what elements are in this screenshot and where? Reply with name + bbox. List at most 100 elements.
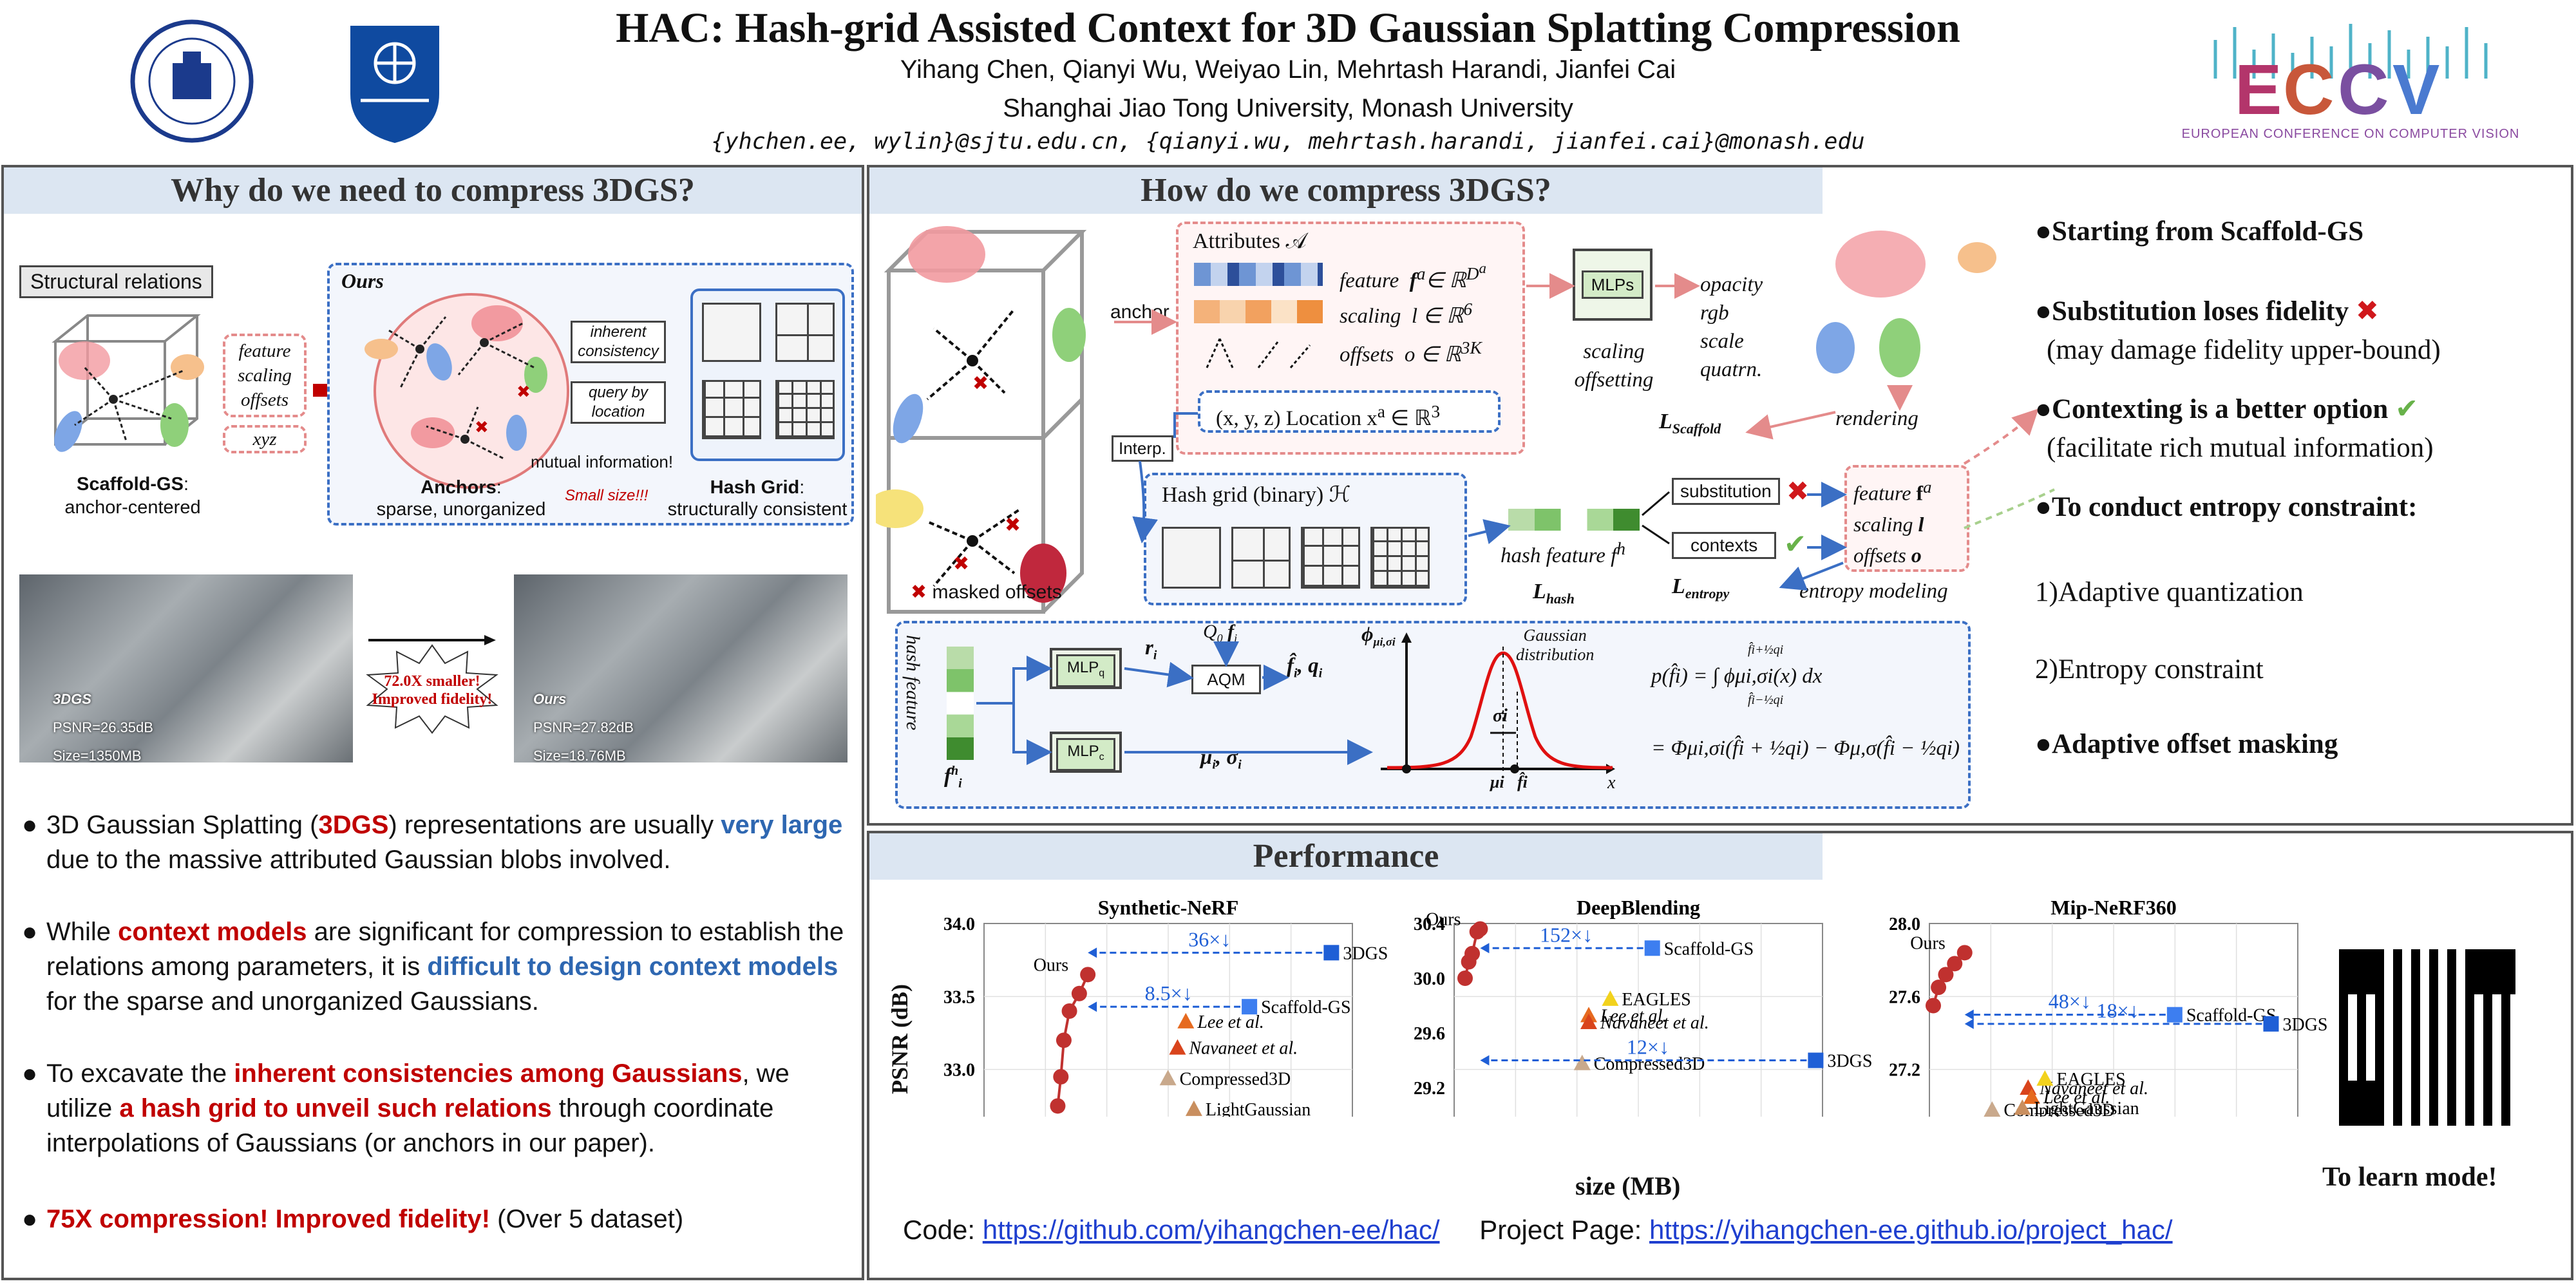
point-scaffold-gs	[1242, 999, 1258, 1015]
hash-feature-label: hash feature fh	[1501, 538, 1626, 567]
point-lee-et-al-	[2023, 1088, 2040, 1104]
img1-name: 3DGS	[53, 691, 91, 707]
series-label: Navaneet et al.	[2039, 1079, 2148, 1099]
hashgrid-caption: Hash Grid: structurally consistent	[667, 477, 848, 520]
inherent-1: inherent	[590, 323, 647, 341]
reduction-arrowhead	[1088, 947, 1097, 958]
reduction-label: 18×↓	[2097, 999, 2139, 1022]
authors: Yihang Chen, Qianyi Wu, Weiyao Lin, Mehr…	[900, 55, 1676, 84]
entropy-arrows	[976, 641, 1373, 765]
b-fhi: fhi	[944, 764, 962, 791]
point-3-sub: (facilitate rich mutual information)	[2047, 433, 2434, 463]
series-label: Ours	[1910, 933, 1945, 953]
point-3dgs	[2263, 1016, 2279, 1032]
svg-text:✖: ✖	[475, 418, 489, 437]
point-compressed3d	[1573, 1054, 1591, 1070]
l-scaffold: LScaffold	[1659, 410, 1721, 437]
rendering-label: rendering	[1835, 407, 1918, 430]
b-hash-feature-label: hash feature	[902, 635, 923, 731]
method-title: How do we compress 3DGS?	[869, 167, 1823, 214]
attr-offsets: offsets	[240, 390, 289, 410]
point-eagles	[2036, 1070, 2054, 1086]
code-link[interactable]: https://github.com/yihangchen-ee/hac/	[982, 1215, 1440, 1245]
img2-name: Ours	[533, 691, 567, 707]
ours-structure-box: Ours ✖✖ inherent consistency query by lo…	[327, 263, 854, 526]
target-attributes-box: feature fa scaling l offsets o	[1844, 465, 1969, 572]
svg-text:✖: ✖	[516, 383, 531, 401]
point-4-1: 1)Adaptive quantization	[2035, 577, 2304, 607]
fq: f̂i, qi	[1287, 654, 1323, 681]
point-scaffold-gs	[1644, 940, 1660, 956]
point-navaneet-et-al-	[1580, 1014, 1597, 1029]
series-label: Lee et al.	[2043, 1088, 2110, 1108]
project-link[interactable]: https://yihangchen-ee.github.io/project_…	[1649, 1215, 2173, 1245]
svg-text:V: V	[2392, 50, 2439, 117]
point-ours	[1956, 945, 1973, 961]
svg-text:C: C	[2338, 50, 2389, 117]
size-xlabel: size (MB)	[1575, 1171, 1681, 1200]
monash-logo	[348, 23, 442, 146]
svg-text:✖: ✖	[953, 553, 969, 574]
point-compressed3d	[1159, 1070, 1177, 1086]
bullet-4: ● 75X compression! Improved fidelity! (O…	[22, 1205, 684, 1233]
y-tick-label: 33.5	[943, 987, 975, 1007]
query-by-location: query by location	[571, 381, 666, 424]
point-lee-et-al-	[1177, 1012, 1195, 1028]
series-label: Ours	[1034, 955, 1068, 975]
qr-code[interactable]	[2339, 949, 2515, 1126]
point-1: ●Starting from Scaffold-GS	[2035, 216, 2364, 247]
series-label: Compressed3D	[1180, 1069, 1291, 1089]
y-tick-label: 27.6	[1889, 987, 1920, 1007]
reduction-arrowhead	[1964, 1018, 1974, 1029]
svg-text:✖: ✖	[1005, 515, 1021, 536]
reduction-arrowhead	[1480, 1055, 1490, 1066]
point-eagles	[1602, 990, 1619, 1006]
masked-offsets-legend: ✖ masked offsets	[911, 582, 1062, 603]
point-ours	[1457, 971, 1473, 986]
img2-size: Size=18.76MB	[533, 748, 626, 764]
mutual-information: mutual information!	[531, 452, 674, 471]
series-label: 3DGS	[1827, 1052, 1872, 1072]
point-4-2: 2)Entropy constraint	[2035, 654, 2264, 685]
point-ours	[1080, 967, 1096, 983]
point-ours	[1472, 921, 1488, 937]
point-5: ●Adaptive offset masking	[2035, 729, 2338, 759]
reduction-label: 152×↓	[1540, 923, 1593, 946]
feature-row: feature fa∈ ℝDa	[1340, 260, 1486, 293]
hashgrid-name: Hash Grid	[710, 477, 800, 498]
structural-relations-label: Structural relations	[19, 265, 213, 298]
sjtu-logo	[129, 18, 255, 144]
burst-2: Improved fidelity!	[372, 691, 493, 708]
hash-grid-mini	[690, 289, 845, 461]
interp-box: Interp.	[1112, 435, 1173, 462]
offsets-arrows	[1206, 338, 1311, 368]
series-label: EAGLES	[1622, 990, 1690, 1010]
point-4: ●To conduct entropy constraint:	[2035, 492, 2418, 522]
y-tick-label: 30.0	[1414, 969, 1445, 989]
scaffold-xyz: xyz	[223, 425, 307, 453]
series-label: LightGaussian	[2034, 1099, 2139, 1117]
code-line: Code: https://github.com/yihangchen-ee/h…	[903, 1215, 2173, 1245]
check-icon: ✔	[2395, 394, 2419, 424]
series-label: Navaneet et al.	[1188, 1039, 1298, 1059]
bullet-3: ● To excavate the inherent consistencies…	[22, 1059, 790, 1157]
attributes-box: Attributes 𝒜 feature fa∈ ℝDa scaling l ∈…	[1176, 222, 1525, 455]
point-compressed3d	[1984, 1101, 2001, 1117]
series-label: 3DGS	[1343, 943, 1388, 963]
bullet-1: ● 3D Gaussian Splatting (3DGS) represent…	[22, 811, 843, 874]
inherent-consistency: inherent consistency	[571, 321, 666, 363]
method-panel: How do we compress 3DGS? ✖✖✖ anchor ✖ ma…	[867, 165, 2573, 826]
contexts-check-icon: ✔	[1784, 530, 1807, 560]
emails: {yhchen.ee, wylin}@sjtu.edu.cn, {qianyi.…	[711, 129, 1865, 155]
series-label: Lee et al.	[1197, 1012, 1264, 1032]
reduction-label: 36×↓	[1188, 927, 1231, 951]
svg-text:✖: ✖	[972, 373, 989, 394]
hash-grid-label: Hash grid (binary) ℋ	[1162, 483, 1351, 507]
series-label: Scaffold-GS	[2186, 1006, 2276, 1026]
prob-formula-1: p(f̂i) = ∫ ϕμi,σi(x) dx f̂i+½qi f̂i−½qi	[1651, 643, 1823, 707]
point-2-sub: (may damage fidelity upper-bound)	[2047, 335, 2441, 365]
svg-text:C: C	[2283, 50, 2334, 117]
point-ours	[1053, 1069, 1069, 1084]
render-ours-image: Ours PSNR=27.82dB Size=18.76MB	[514, 574, 848, 764]
burst-1: 72.0X smaller!	[384, 673, 480, 690]
